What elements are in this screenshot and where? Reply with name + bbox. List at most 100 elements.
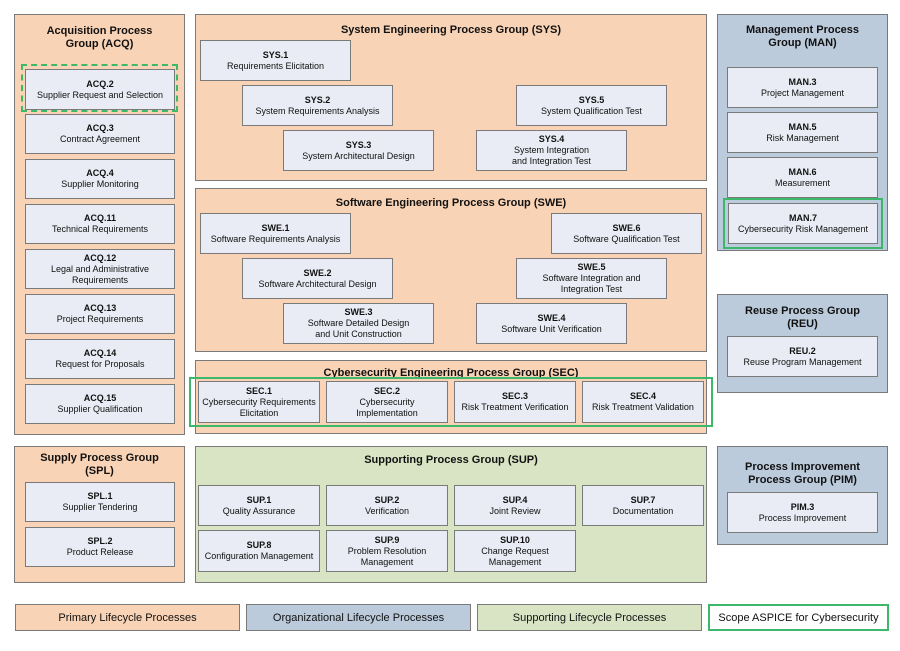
process-name: System Qualification Test: [541, 105, 642, 116]
process-id: SEC.2: [373, 385, 400, 396]
process-name: Contract Agreement: [59, 134, 141, 144]
process-id: PIM.3: [790, 501, 815, 512]
process-id: SWE.5: [577, 262, 606, 272]
process-id: SYS.2: [304, 94, 331, 105]
process-name: Cybersecurity Implementation: [356, 396, 418, 418]
process-id: SYS.4: [538, 134, 565, 144]
process-name: Supplier Tendering: [62, 502, 138, 512]
process-name: Project Management: [760, 87, 845, 98]
process-id: MAN.3: [788, 76, 817, 87]
process-id: SPL.2: [87, 536, 113, 546]
process-name: Supplier Monitoring: [61, 179, 139, 189]
process-name: Quality Assurance: [222, 505, 296, 516]
process-id: MAN.7: [788, 212, 817, 223]
legend-scope: Scope ASPICE for Cybersecurity: [708, 604, 889, 631]
process-name: Configuration Management: [204, 551, 314, 561]
process-name: Requirements Elicitation: [226, 60, 325, 71]
process-id: SYS.1: [262, 49, 289, 60]
process-name: Product Release: [66, 547, 134, 557]
process-id: SUP.2: [374, 494, 400, 505]
legend-primary: Primary Lifecycle Processes: [15, 604, 240, 631]
process-id: MAN.6: [788, 166, 817, 177]
process-name: Reuse Program Management: [743, 356, 862, 367]
legend-organizational: Organizational Lifecycle Processes: [246, 604, 471, 631]
process-name: Cybersecurity Risk Management: [737, 223, 869, 234]
pim-group-title: Process Improvement Process Group (PIM): [745, 461, 860, 486]
process-name: Supplier Request and Selection: [36, 89, 164, 100]
process-name: System Requirements Analysis: [255, 105, 380, 116]
process-name: Technical Requirements: [51, 224, 149, 234]
process-id: ACQ.15: [83, 393, 117, 403]
process-id: SEC.1: [245, 385, 272, 396]
process-id: SUP.8: [246, 540, 272, 550]
process-name: Software Integration and Integration Tes…: [542, 273, 641, 294]
process-id: SYS.3: [345, 139, 372, 150]
process-name: Request for Proposals: [55, 359, 145, 369]
process-name: Change Request Management: [481, 545, 549, 567]
process-id: ACQ.11: [83, 213, 116, 223]
spl-group-title: Supply Process Group (SPL): [40, 452, 159, 477]
process-name: Project Requirements: [56, 314, 144, 324]
process-id: MAN.5: [788, 121, 817, 132]
man-group-title: Management Process Group (MAN): [745, 24, 860, 49]
process-id: SUP.1: [246, 494, 272, 505]
process-name: Documentation: [612, 505, 674, 516]
sup-group-title: Supporting Process Group (SUP): [364, 454, 538, 466]
scope-outline-sec-group: [189, 377, 713, 427]
process-id: SEC.4: [629, 391, 656, 401]
process-name: Supplier Qualification: [57, 404, 143, 414]
sec-group-title: Cybersecurity Engineering Process Group …: [323, 367, 579, 379]
process-id: REU.2: [789, 345, 816, 356]
process-name: System Architectural Design: [302, 150, 415, 161]
process-name: Software Unit Verification: [501, 323, 602, 334]
process-name: Software Architectural Design: [258, 278, 377, 289]
process-name: Legal and Administrative Requirements: [50, 263, 150, 285]
process-id: SWE.6: [612, 222, 641, 233]
process-id: SUP.10: [500, 534, 530, 545]
process-id: ACQ.13: [83, 303, 117, 313]
process-name: Risk Treatment Validation: [592, 402, 694, 412]
process-id: SEC.3: [501, 391, 528, 401]
scope-outline-man-7: [723, 198, 883, 249]
swe-group-title: Software Engineering Process Group (SWE): [335, 197, 567, 209]
process-name: Cybersecurity Requirements Elicitation: [202, 396, 316, 418]
